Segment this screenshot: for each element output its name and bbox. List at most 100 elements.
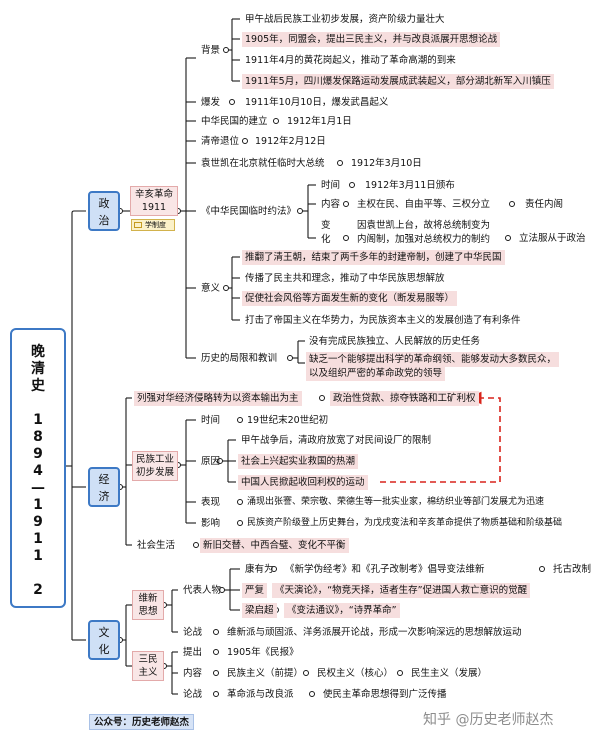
root-title-char: — [31, 480, 45, 496]
constitution-change-result: 立法服从于政治 [519, 233, 586, 244]
root-title-char: 清 [31, 361, 45, 377]
reform-node: 维新 思想 [132, 590, 164, 620]
three-principles-title: 三民 [138, 654, 158, 665]
limits-label: 历史的局限和教训 [201, 353, 278, 364]
economy-shift-label: 列强对华经济侵略转为以资本输出为主 [134, 391, 302, 406]
three-proposed-label: 提出 [183, 647, 203, 658]
root-title-char: 9 [33, 446, 43, 462]
three-principles-node: 三民 主义 [132, 651, 164, 681]
industry-reason-label: 原因 [201, 456, 221, 467]
root-title-char [12, 395, 64, 412]
industry-node: 民族工业 初步发展 [132, 451, 178, 481]
yuan-text: 1912年3月10日 [351, 158, 422, 169]
industry-title: 初步发展 [135, 467, 174, 478]
xinhai-badge-label: 学制度 [145, 221, 166, 229]
category-culture-top: 文 [98, 626, 110, 639]
outbreak-label: 爆发 [201, 97, 221, 108]
background-item: 1911年4月的黄花岗起义，推动了革命高潮的到来 [245, 55, 456, 66]
three-debate-label: 论战 [183, 689, 203, 700]
reform-yan-work: 《天演论》，“物竞天择，适者生存”促进国人救亡意识的觉醒 [272, 583, 531, 598]
reform-liang-work: 《变法通议》，“诗界革命” [284, 603, 400, 618]
xinhai-title: 辛亥革命 [134, 189, 173, 200]
three-proposed-text: 1905年《民报》 [227, 647, 299, 658]
industry-time-text: 19世纪末20世纪初 [247, 415, 329, 426]
reform-kang-name: 康有为 [245, 564, 274, 575]
constitution-content-item: 责任内阁 [525, 199, 564, 210]
constitution-change-label: 化 [321, 234, 331, 245]
social-life-label: 社会生活 [137, 540, 176, 551]
limits-item: 没有完成民族独立、人民解放的历史任务 [309, 336, 481, 347]
reform-debate-text: 维新派与顽固派、洋务派展开论战，形成一次影响深远的思想解放运动 [227, 627, 522, 638]
xinhai-badge[interactable]: 学制度 [131, 219, 175, 231]
category-politics-bottom: 治 [98, 214, 110, 227]
root-title-char: 1 [33, 412, 43, 428]
root-title-char: 1 [33, 531, 43, 547]
reform-kang-note: 托古改制 [553, 564, 592, 575]
significance-item: 打击了帝国主义在华势力，为民族资本主义的发展创造了有利条件 [245, 315, 521, 326]
significance-item: 传播了民主共和理念，推动了中华民族思想解放 [245, 273, 445, 284]
constitution-change-text: 因袁世凯上台，故将总统制变为 [357, 220, 491, 231]
reform-title: 思想 [138, 606, 158, 617]
industry-reason: 甲午战争后，清政府放宽了对民间设厂的限制 [241, 435, 432, 446]
xinhai-node: 辛亥革命 1911 [130, 186, 178, 216]
three-content-item: 民权主义（核心） [317, 668, 394, 679]
constitution-change-text: 内阁制，加强对总统权力的制约 [357, 234, 491, 245]
category-economy-bottom: 济 [98, 490, 110, 503]
xinhai-year: 1911 [141, 202, 167, 213]
root-title-char: 2 [33, 582, 43, 598]
three-principles-title: 主义 [138, 667, 158, 678]
root-title-char: 晚 [31, 344, 45, 360]
doc-icon [134, 222, 142, 228]
industry-reason: 中国人民掀起收回利权的运动 [238, 475, 368, 490]
root-title-char: 史 [31, 378, 45, 394]
category-economy: 经 济 [88, 467, 120, 507]
industry-manifest-label: 表现 [201, 497, 221, 508]
three-content-label: 内容 [183, 668, 203, 679]
root-title-char: 9 [33, 514, 43, 530]
industry-impact-label: 影响 [201, 518, 221, 529]
constitution-time-text: 1912年3月11日颁布 [365, 180, 455, 191]
outbreak-text: 1911年10月10日，爆发武昌起义 [245, 97, 389, 108]
root-title-char: 8 [33, 429, 43, 445]
constitution-content-label: 内容 [321, 199, 341, 210]
abdication-label: 清帝退位 [201, 136, 240, 147]
industry-title: 民族工业 [135, 454, 174, 465]
founding-text: 1912年1月1日 [287, 116, 352, 127]
root-title-char: 1 [33, 497, 43, 513]
background-item: 1911年5月，四川爆发保路运动发展成武装起义，部分湖北新军入川镇压 [242, 74, 554, 89]
abdication-text: 1912年2月12日 [255, 136, 326, 147]
three-content-item: 民生主义（发展） [411, 668, 488, 679]
significance-item: 推翻了清王朝，结束了两千多年的封建帝制，创建了中华民国 [242, 250, 505, 265]
background-label: 背景 [201, 45, 221, 56]
industry-manifest-text: 涌现出张謇、荣宗敬、荣德生等一批实业家，棉纺织业等部门发展尤为迅速 [247, 497, 545, 507]
category-culture: 文 化 [88, 620, 120, 660]
category-politics: 政 治 [88, 191, 120, 231]
category-culture-bottom: 化 [98, 643, 110, 656]
reform-kang-work: 《新学伪经考》和《孔子改制考》倡导变法维新 [285, 564, 485, 575]
significance-item: 促使社会风俗等方面发生新的变化（断发易服等） [242, 291, 458, 306]
category-politics-top: 政 [98, 197, 110, 210]
constitution-label: 《中华民国临时约法》 [201, 206, 297, 217]
reform-yan-name: 严复 [242, 583, 268, 598]
background-item: 甲午战后民族工业初步发展，资产阶级力量壮大 [245, 14, 445, 25]
constitution-change-label: 变 [321, 220, 331, 231]
root-title-char: 1 [33, 548, 43, 564]
reform-liang-name: 梁启超 [242, 603, 277, 618]
reform-reps-label: 代表人物 [183, 585, 222, 596]
watermark: 知乎 @历史老师赵杰 [423, 712, 554, 728]
limits-item: 缺乏一个能够提出科学的革命纲领、能够发动大多数民众， [306, 352, 560, 367]
constitution-time-label: 时间 [321, 180, 341, 191]
reform-title: 维新 [138, 593, 158, 604]
economy-shift-text: 政治性贷款、掠夺铁路和工矿利权 [330, 391, 479, 406]
founding-label: 中华民国的建立 [201, 116, 268, 127]
footer-account: 公众号：历史老师赵杰 [89, 714, 195, 730]
significance-label: 意义 [201, 283, 221, 294]
three-debate-result: 使民主革命思想得到广泛传播 [323, 689, 447, 700]
industry-time-label: 时间 [201, 415, 221, 426]
three-content-item: 民族主义（前提） [227, 668, 304, 679]
constitution-content-item: 主权在民、自由平等、三权分立 [357, 199, 491, 210]
limits-item: 以及组织严密的革命政党的领导 [306, 366, 446, 381]
category-economy-top: 经 [98, 473, 110, 486]
social-life-text: 新旧交替、中西合璧、变化不平衡 [200, 538, 349, 553]
